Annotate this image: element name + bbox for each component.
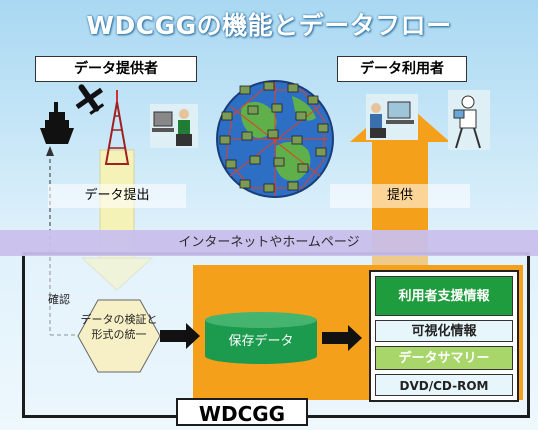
confirm-label: 確認 xyxy=(48,293,70,306)
airplane-icon xyxy=(75,84,105,115)
provider-computer-icon xyxy=(150,104,198,148)
user-computer-icon xyxy=(366,94,418,140)
info-item-dvd-cdrom: DVD/CD-ROM xyxy=(375,374,513,396)
ship-icon xyxy=(40,102,74,144)
globe-network-icon xyxy=(216,80,334,198)
info-item-visualization: 可視化情報 xyxy=(375,320,513,342)
data-provide-label: 提供 xyxy=(330,184,470,208)
arrow-to-storage xyxy=(160,323,200,349)
storage-data-label: 保存データ xyxy=(228,334,294,349)
verification-hexagon xyxy=(77,299,161,373)
arrow-to-info xyxy=(322,325,362,351)
wdcgg-label: WDCGG xyxy=(176,398,308,426)
info-item-user-support: 利用者支援情報 xyxy=(375,276,513,316)
diagram-title: WDCGGの機能とデータフロー xyxy=(86,11,452,40)
storage-cylinder xyxy=(205,312,317,364)
internet-band: インターネットやホームページ xyxy=(0,230,538,256)
data-provider-label: データ提供者 xyxy=(35,56,197,82)
verification-label: データの検証と形式の統一 xyxy=(80,313,158,341)
info-stack: 利用者支援情報 可視化情報 データサマリー DVD/CD-ROM xyxy=(369,270,519,402)
data-user-label: データ利用者 xyxy=(337,56,467,82)
user-reading-icon xyxy=(448,90,490,150)
data-submit-label: データ提出 xyxy=(48,184,186,208)
tower-icon xyxy=(104,90,130,165)
info-item-data-summary: データサマリー xyxy=(375,346,513,370)
